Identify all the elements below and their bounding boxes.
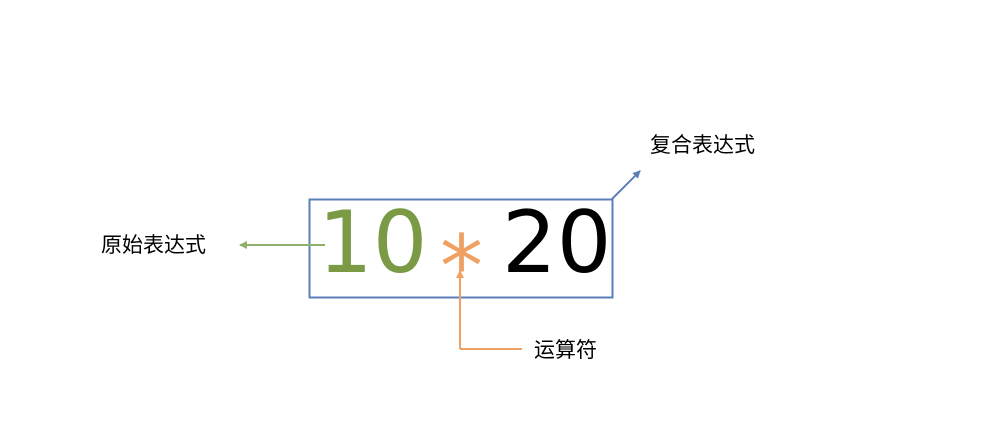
compound-expression-label: 复合表达式: [650, 133, 755, 157]
operator-symbol: *: [440, 217, 483, 317]
operand-right: 20: [502, 193, 611, 293]
compound-arrow: [611, 170, 641, 200]
primitive-expression-label: 原始表达式: [101, 233, 206, 257]
operand-left: 10: [318, 193, 427, 293]
operator-label: 运算符: [534, 338, 597, 362]
